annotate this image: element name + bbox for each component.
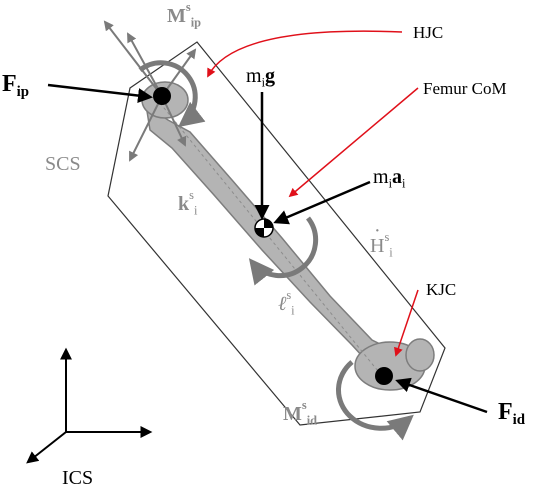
moment-proximal-label: Msip xyxy=(167,0,202,30)
segment-length-label: ℓsi xyxy=(278,287,295,318)
femur-com-label: Femur CoM xyxy=(423,79,507,98)
hip-joint-center xyxy=(153,87,171,105)
center-of-mass-marker xyxy=(254,218,274,238)
hjc-callout-arrow xyxy=(207,30,403,78)
kjc-label: KJC xyxy=(426,280,457,299)
weight-label: mig xyxy=(246,65,276,90)
k-vector-label: ksi xyxy=(178,187,198,218)
scs-label: SCS xyxy=(45,153,81,175)
femur-com-callout-arrow xyxy=(288,87,419,198)
moment-arc-distal xyxy=(336,360,414,441)
angular-momentum-rate-label: ·Hsi xyxy=(370,220,393,260)
ics-label: ICS xyxy=(62,467,94,489)
force-proximal-label: Fip xyxy=(2,71,30,101)
inertial-force-arrow xyxy=(273,180,371,225)
force-arrow-proximal xyxy=(47,83,153,104)
femur-bone xyxy=(141,81,435,391)
knee-joint-center xyxy=(375,367,393,385)
segment-outline xyxy=(107,41,446,426)
moment-arc-center xyxy=(248,216,319,286)
hjc-label: HJC xyxy=(413,23,444,42)
moment-distal-label: Msid xyxy=(283,397,318,428)
kjc-callout-arrow xyxy=(394,289,419,357)
inertial-coordinate-axes xyxy=(26,347,153,464)
force-arrow-distal xyxy=(395,377,488,414)
moment-arc-proximal xyxy=(138,60,206,128)
force-distal-label: Fid xyxy=(498,399,526,429)
inertial-force-label: miai xyxy=(373,166,406,191)
